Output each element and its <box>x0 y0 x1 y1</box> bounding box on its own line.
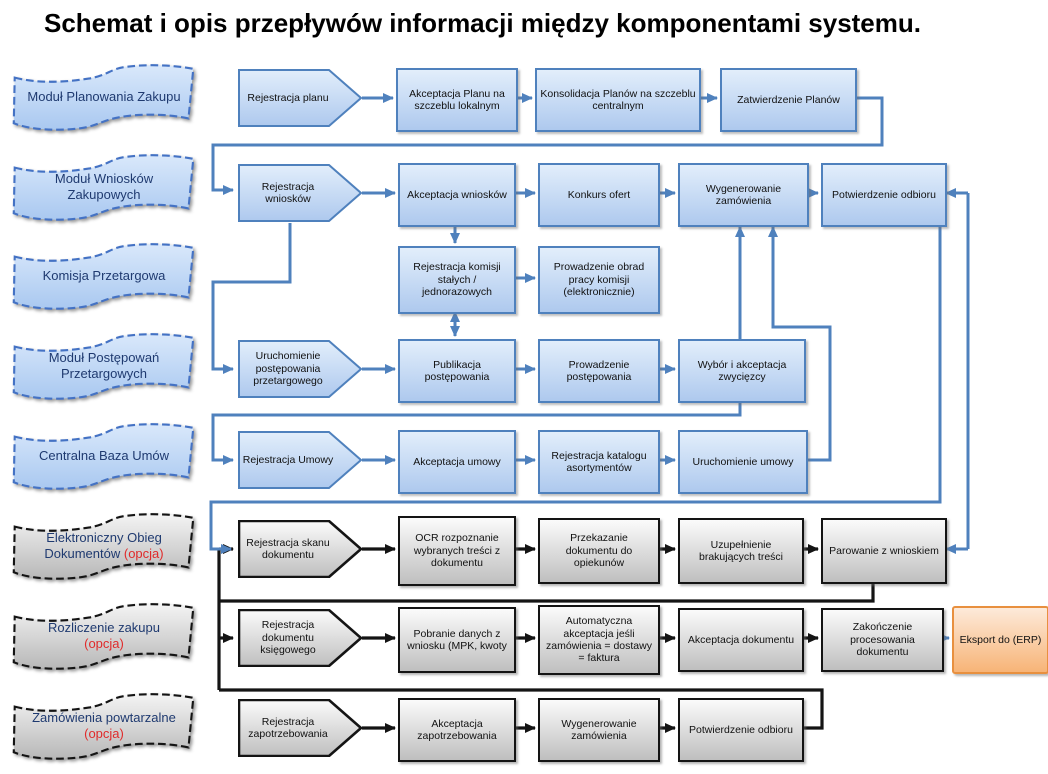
flag-rozliczenie-zakupu: Rozliczenie zakupu(opcja) <box>8 603 200 673</box>
node-wygenerowanie-zamowienia: Wygenerowanie zamówienia <box>678 163 809 227</box>
node-uruchomienie-postepowania: Uruchomienie postępowania przetargowego <box>238 340 362 398</box>
node-prowadzenie-postepowania: Prowadzenie postępowania <box>538 339 660 403</box>
node-rejestracja-zapotrzebowania: Rejestracja zapotrzebowania <box>238 699 362 757</box>
wire-wnioski-to-postepowanie <box>211 223 292 374</box>
node-rejestracja-umowy: Rejestracja Umowy <box>238 431 362 489</box>
node-akceptacja-zapotrzebowania: Akceptacja zapotrzebowania <box>398 698 516 762</box>
wave-shape <box>12 423 195 490</box>
wave-shape <box>12 64 195 131</box>
node-wybor-zwyciezcy: Wybór i akceptacja zwycięzcy <box>678 339 806 403</box>
node-akceptacja-dokumentu: Akceptacja dokumentu <box>678 608 804 672</box>
node-publikacja-postepowania: Publikacja postępowania <box>398 339 516 403</box>
node-uzupelnienie-tresci: Uzupełnienie brakujących treści <box>678 518 804 584</box>
flag-komisja-przetargowa: Komisja Przetargowa <box>8 243 200 313</box>
pentagon-shape <box>238 520 362 578</box>
node-zakonczenie-procesowania: Zakończenie procesowania dokumentu <box>821 608 944 672</box>
pentagon-shape <box>238 69 362 127</box>
flag-zamowienia-powtarzalne: Zamówienia powtarzalne(opcja) <box>8 693 200 763</box>
node-automatyczna-akceptacja: Automatyczna akceptacja jeśli zamówienia… <box>538 605 660 675</box>
flag-modul-planowania: Moduł Planowania Zakupu <box>8 64 200 134</box>
wave-shape <box>12 513 195 580</box>
node-rejestracja-katalogu: Rejestracja katalogu asortymentów <box>538 430 660 494</box>
wire-umowa-to-zamowienie <box>768 226 832 462</box>
wave-shape <box>12 154 195 221</box>
wire-wybor-to-umowa <box>211 399 742 465</box>
wire-plany-to-wnioski <box>211 96 884 195</box>
node-eksport-erp: Eksport do (ERP) <box>952 606 1048 674</box>
flag-label: Komisja Przetargowa <box>42 267 166 283</box>
node-pobranie-danych: Pobranie danych z wniosku (MPK, kwoty <box>398 607 516 673</box>
flag-label: Moduł Postępowań Przetargowych <box>48 349 160 381</box>
flag-option-label: (opcja) <box>123 546 164 561</box>
flag-label: Moduł Wniosków Zakupowych <box>54 170 154 202</box>
flag-label: Centralna Baza Umów <box>38 447 170 463</box>
node-uruchomienie-umowy: Uruchomienie umowy <box>678 430 808 494</box>
wire-parowanie-to-trunk <box>219 580 875 603</box>
node-rejestracja-dokumentu-ksiegowego: Rejestracja dokumentu księgowego <box>238 609 362 667</box>
node-prowadzenie-obrad: Prowadzenie obrad pracy komisji (elektro… <box>538 246 660 314</box>
wire-trunk-to-row8-odbior <box>219 688 824 730</box>
flag-centralna-baza-umow: Centralna Baza Umów <box>8 423 200 493</box>
wave-shape <box>12 603 195 670</box>
node-akceptacja-wnioskow: Akceptacja wniosków <box>398 163 516 227</box>
wire-odbior-to-skan <box>209 223 942 554</box>
wave-shape <box>12 243 195 310</box>
flag-label: Elektroniczny Obieg Dokumentów <box>44 529 162 561</box>
node-potwierdzenie-odbioru-2: Potwierdzenie odbioru <box>678 698 804 762</box>
node-rejestracja-planu: Rejestracja planu <box>238 69 362 127</box>
node-parowanie-z-wnioskiem: Parowanie z wnioskiem <box>821 518 947 584</box>
node-przekazanie-dokumentu: Przekazanie dokumentu do opiekunów <box>538 518 660 584</box>
flag-eod: Elektroniczny Obieg Dokumentów (opcja) <box>8 513 200 583</box>
node-rejestracja-wnioskow: Rejestracja wniosków <box>238 164 362 222</box>
node-zatwierdzenie-planow: Zatwierdzenie Planów <box>720 68 857 132</box>
wave-shape <box>12 333 195 400</box>
node-konsolidacja-planow: Konsolidacja Planów na szczeblu centraln… <box>535 68 701 132</box>
pentagon-shape <box>238 699 362 757</box>
flag-modul-wnioskow: Moduł Wniosków Zakupowych <box>8 154 200 224</box>
pentagon-shape <box>238 340 362 398</box>
node-ocr-rozpoznanie: OCR rozpoznanie wybranych treści z dokum… <box>398 516 516 586</box>
node-rejestracja-skanu: Rejestracja skanu dokumentu <box>238 520 362 578</box>
flag-label: Zamówienia powtarzalne <box>32 709 176 725</box>
flag-label: Rozliczenie zakupu <box>47 619 160 635</box>
node-wygenerowanie-zamowienia-2: Wygenerowanie zamówienia <box>538 698 660 762</box>
flag-modul-postepowan: Moduł Postępowań Przetargowych <box>8 333 200 403</box>
pentagon-shape <box>238 164 362 222</box>
flag-label: Moduł Planowania Zakupu <box>27 88 181 104</box>
page-title: Schemat i opis przepływów informacji mię… <box>44 8 921 38</box>
node-akceptacja-planu: Akceptacja Planu na szczeblu lokalnym <box>396 68 518 132</box>
pentagon-shape <box>238 609 362 667</box>
wave-shape <box>12 693 195 760</box>
flag-option-label: (opcja) <box>84 636 124 651</box>
node-akceptacja-umowy: Akceptacja umowy <box>398 430 516 494</box>
node-konkurs-ofert: Konkurs ofert <box>538 163 660 227</box>
pentagon-shape <box>238 431 362 489</box>
node-rejestracja-komisji: Rejestracja komisji stałych / jednorazow… <box>398 246 516 314</box>
flag-option-label: (opcja) <box>84 726 124 741</box>
node-potwierdzenie-odbioru: Potwierdzenie odbioru <box>821 163 947 227</box>
